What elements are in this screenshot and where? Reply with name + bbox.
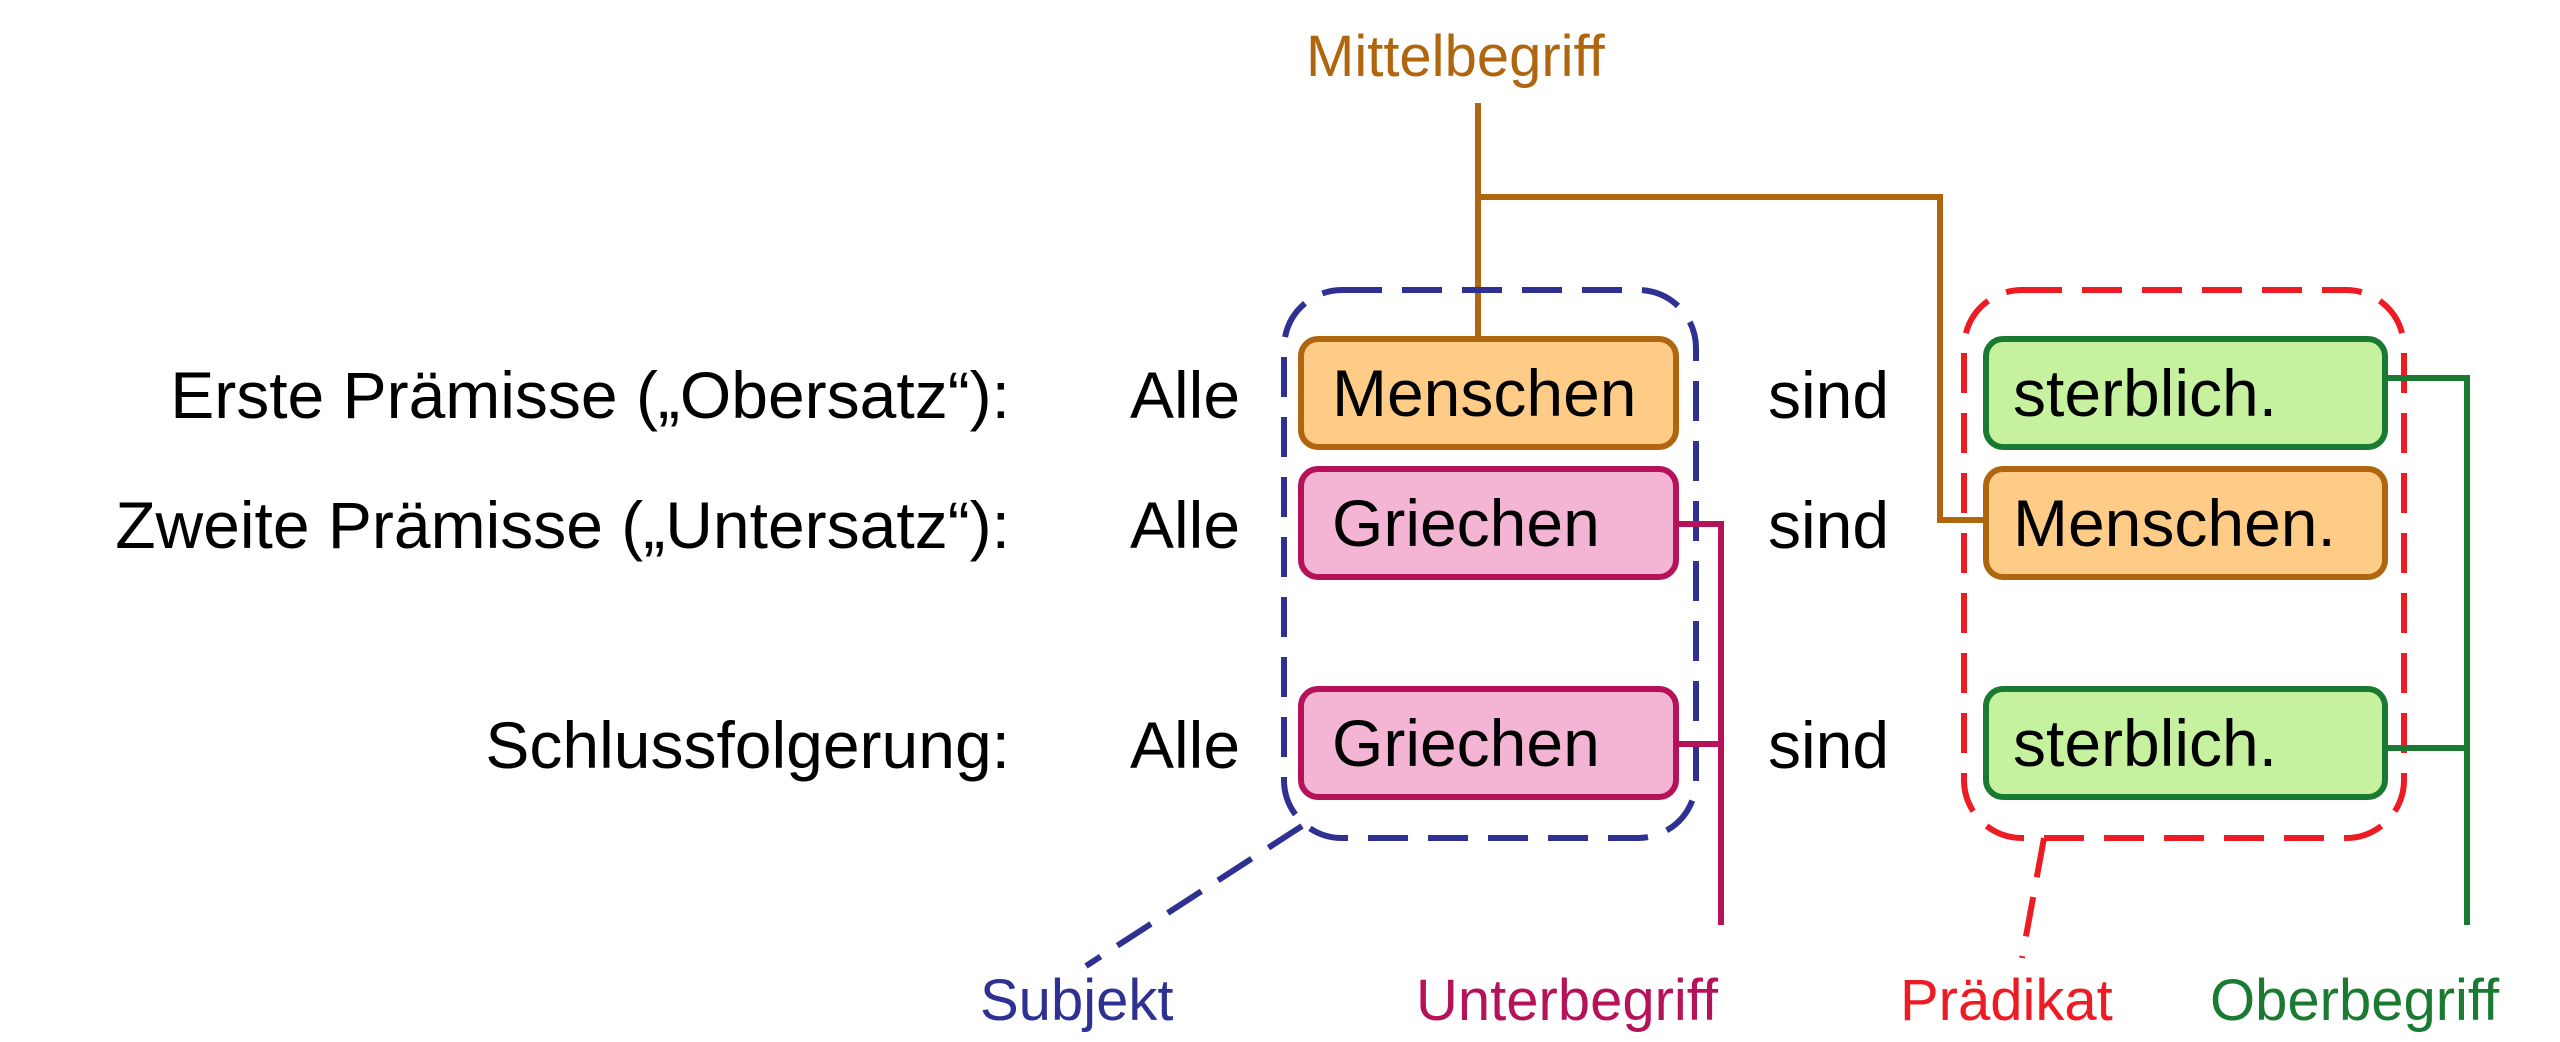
quantifier-first: Alle: [1130, 358, 1241, 432]
annotation-major-term: Oberbegriff: [2210, 968, 2500, 1033]
predicate-pointer: [2019, 837, 2047, 959]
quantifier-second: Alle: [1130, 488, 1241, 562]
subject-pointer: [1084, 823, 1304, 969]
term-box-conclusion-subject: Griechen: [1298, 686, 1679, 800]
row-label-second-premise: Zweite Prämisse („Untersatz“):: [115, 488, 1010, 562]
term-box-second-predicate: Menschen.: [1983, 466, 2388, 580]
copula-conclusion: sind: [1768, 708, 1890, 782]
term-second-subject: Griechen: [1332, 486, 1600, 560]
term-first-predicate: sterblich.: [2013, 356, 2278, 430]
minor-term-connector: [1679, 521, 1724, 925]
subject-group-outline: [1281, 287, 1699, 841]
term-box-first-subject: Menschen: [1298, 336, 1679, 450]
term-second-predicate: Menschen.: [2013, 486, 2336, 560]
annotation-subject: Subjekt: [980, 968, 1174, 1033]
term-first-subject: Menschen: [1332, 356, 1637, 430]
term-box-second-subject: Griechen: [1298, 466, 1679, 580]
term-box-first-predicate: sterblich.: [1983, 336, 2388, 450]
term-conclusion-predicate: sterblich.: [2013, 706, 2278, 780]
term-box-conclusion-predicate: sterblich.: [1983, 686, 2388, 800]
copula-second: sind: [1768, 488, 1890, 562]
annotation-middle-term: Mittelbegriff: [1306, 24, 1605, 89]
annotation-predicate: Prädikat: [1900, 968, 2113, 1033]
copula-first: sind: [1768, 358, 1890, 432]
annotation-minor-term: Unterbegriff: [1416, 968, 1718, 1033]
row-label-conclusion: Schlussfolgerung:: [485, 708, 1010, 782]
middle-term-connector-branch: [1478, 194, 1985, 523]
quantifier-conclusion: Alle: [1130, 708, 1241, 782]
predicate-group-outline: [1961, 287, 2407, 841]
term-conclusion-subject: Griechen: [1332, 706, 1600, 780]
row-label-first-premise: Erste Prämisse („Obersatz“):: [170, 358, 1010, 432]
major-term-connector: [2388, 375, 2470, 925]
